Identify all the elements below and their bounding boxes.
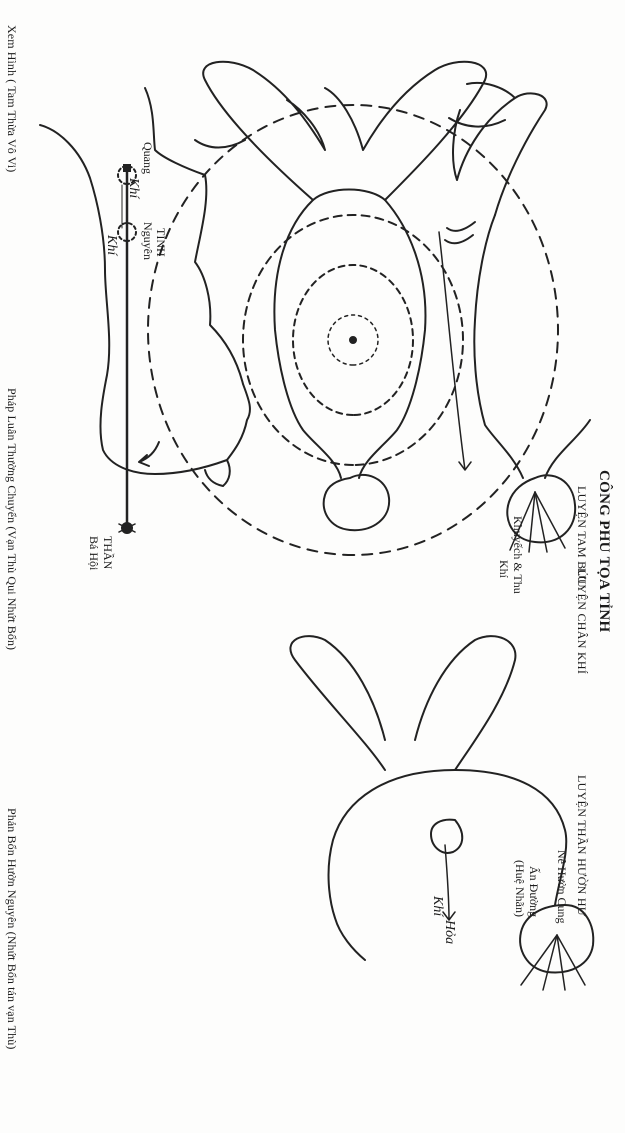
crown-figure-torso-outline (329, 770, 567, 960)
rising-arrow-icon (443, 845, 455, 920)
ray-line (543, 935, 557, 990)
crown-figure-crossed-hands (431, 820, 462, 853)
crown-figure-legs-outline (290, 636, 515, 770)
